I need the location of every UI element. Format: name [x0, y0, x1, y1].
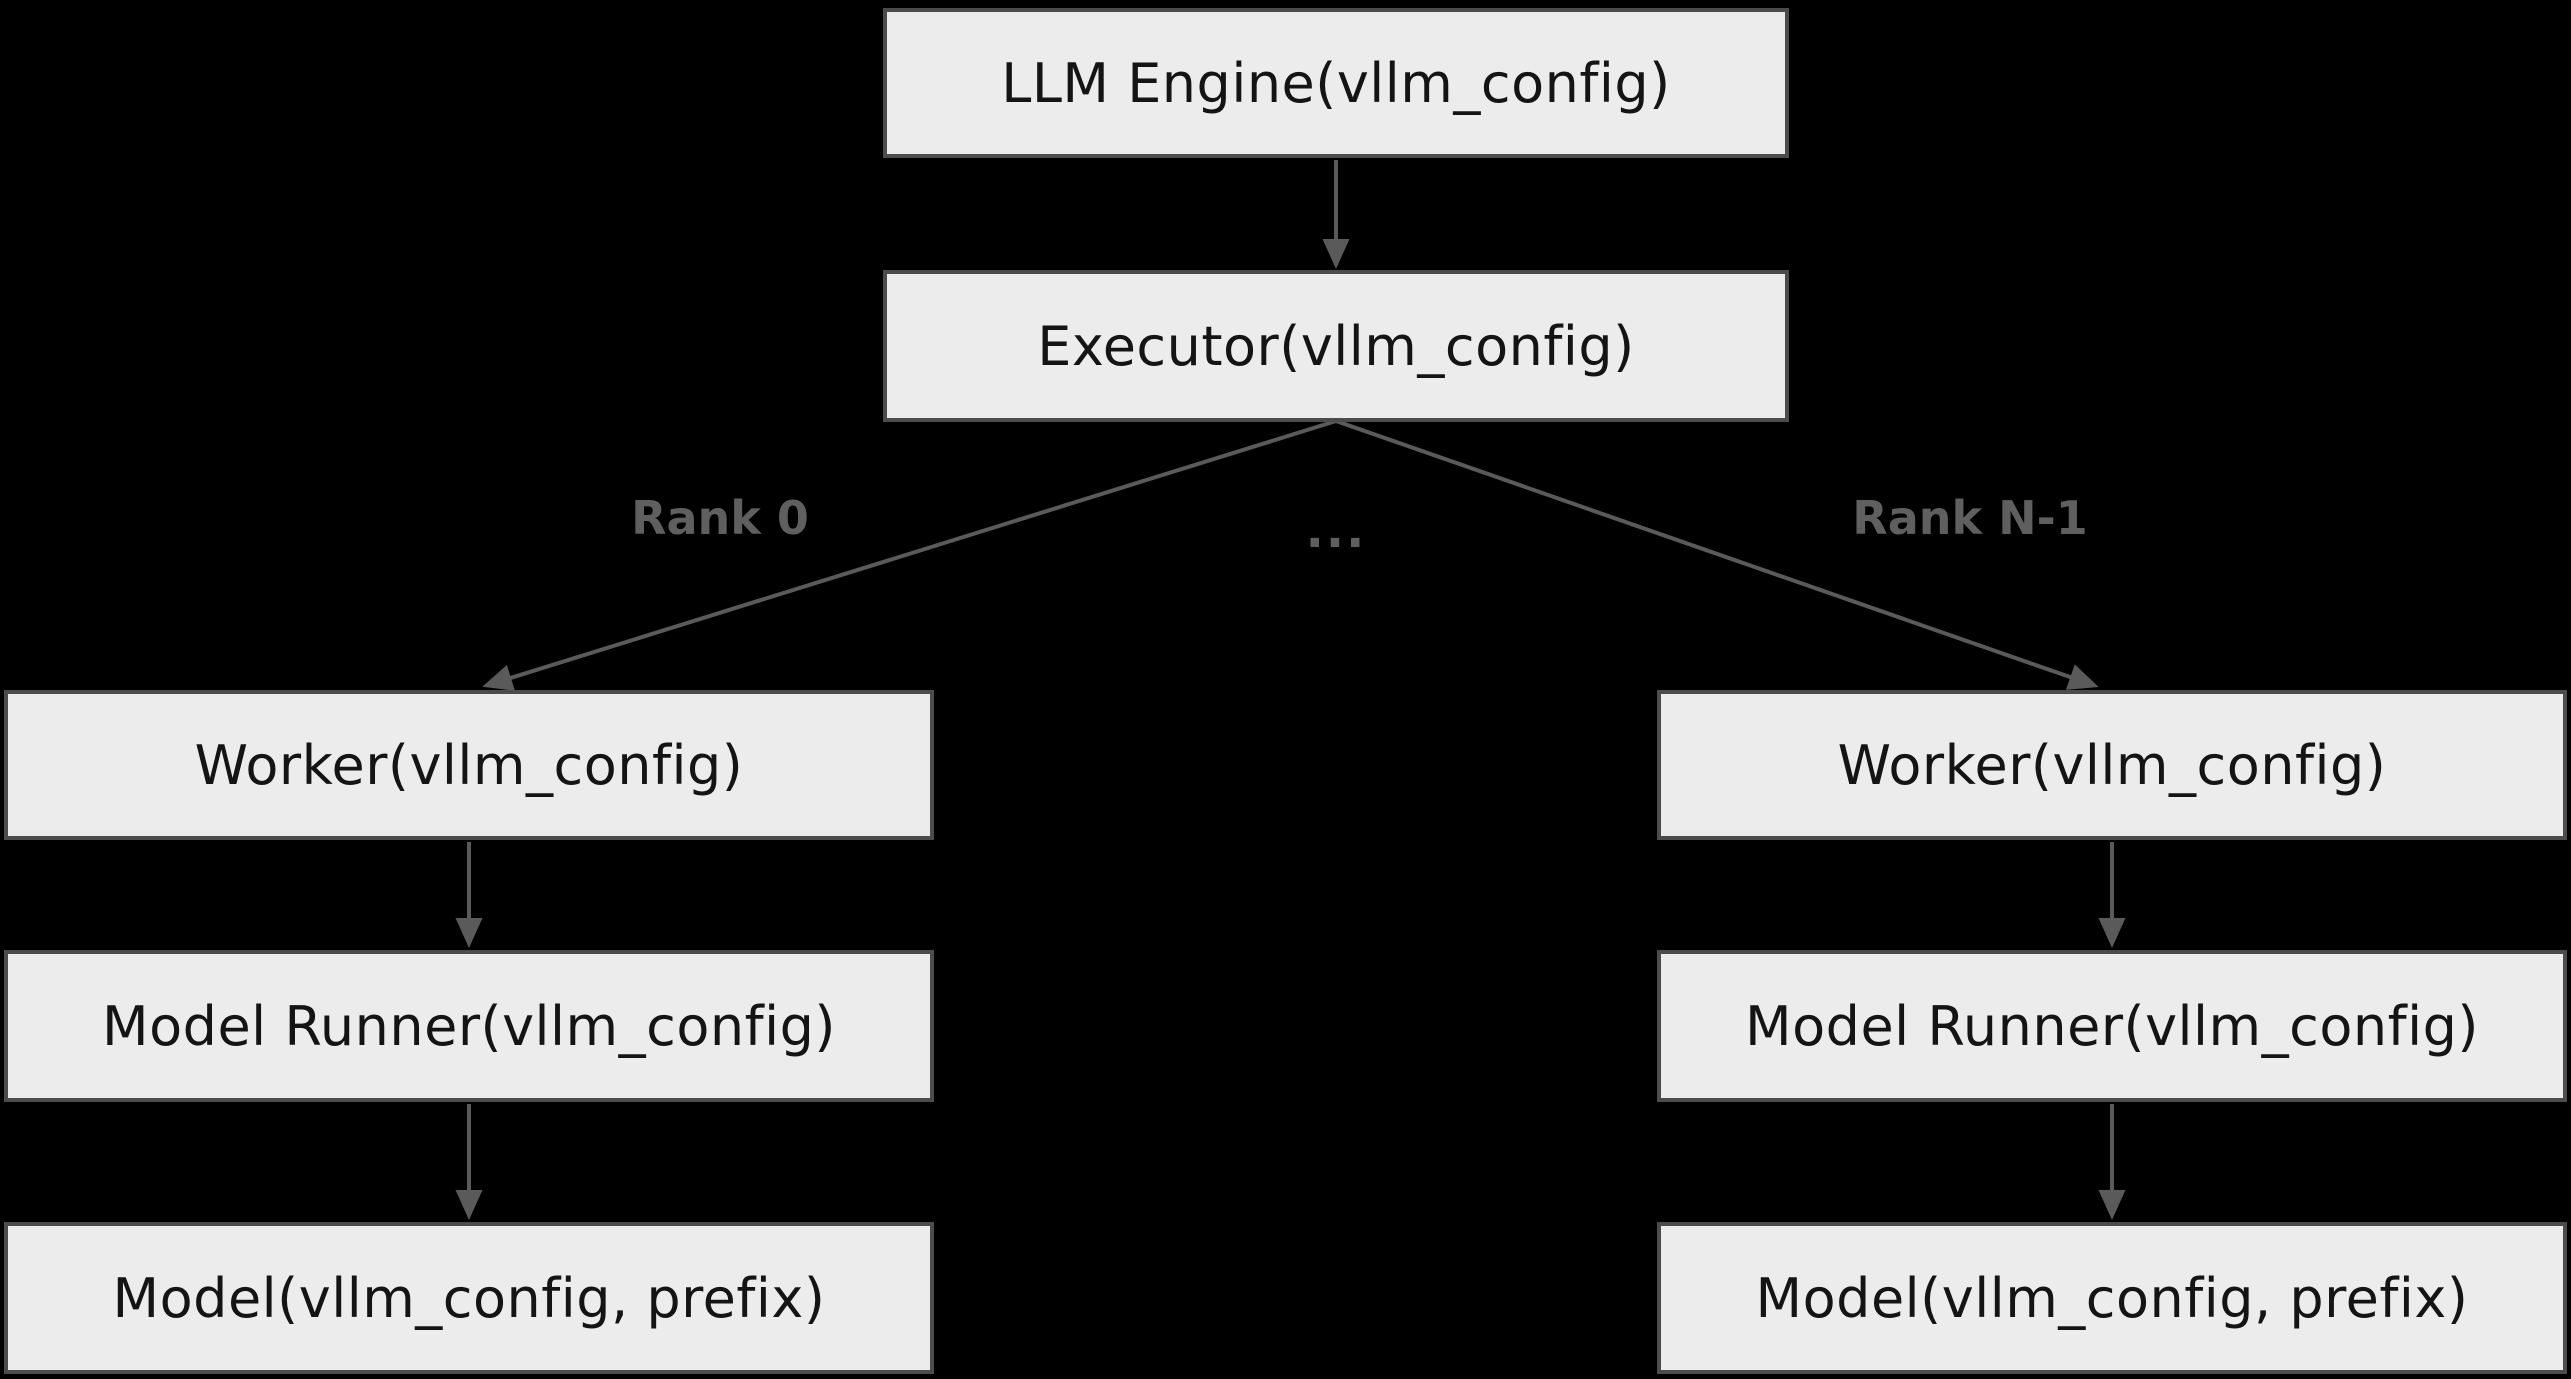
node-label: Model(vllm_config, prefix) [1755, 1266, 2469, 1330]
edge-executor-to-worker-rank0 [482, 419, 1337, 691]
edge-executor-to-worker-rankn [1335, 419, 2099, 690]
edge-label-ellipsis: ... [1305, 503, 1367, 559]
node-label: Worker(vllm_config) [1837, 733, 2387, 797]
node-label: Model Runner(vllm_config) [102, 994, 836, 1058]
node-label: Model(vllm_config, prefix) [112, 1266, 826, 1330]
node-llm-engine: LLM Engine(vllm_config) [883, 8, 1789, 158]
node-model-rankn: Model(vllm_config, prefix) [1657, 1222, 2567, 1374]
node-model-runner-rankn: Model Runner(vllm_config) [1657, 950, 2567, 1102]
node-worker-rank0: Worker(vllm_config) [4, 690, 934, 840]
edge-label-rank0: Rank 0 [631, 491, 809, 545]
node-label: Executor(vllm_config) [1037, 314, 1635, 378]
node-label: LLM Engine(vllm_config) [1001, 51, 1671, 115]
node-executor: Executor(vllm_config) [883, 270, 1789, 422]
node-label: Model Runner(vllm_config) [1745, 994, 2479, 1058]
edge-label-rankn: Rank N-1 [1852, 491, 2088, 545]
node-label: Worker(vllm_config) [194, 733, 744, 797]
node-model-runner-rank0: Model Runner(vllm_config) [4, 950, 934, 1102]
node-worker-rankn: Worker(vllm_config) [1657, 690, 2567, 840]
node-model-rank0: Model(vllm_config, prefix) [4, 1222, 934, 1374]
